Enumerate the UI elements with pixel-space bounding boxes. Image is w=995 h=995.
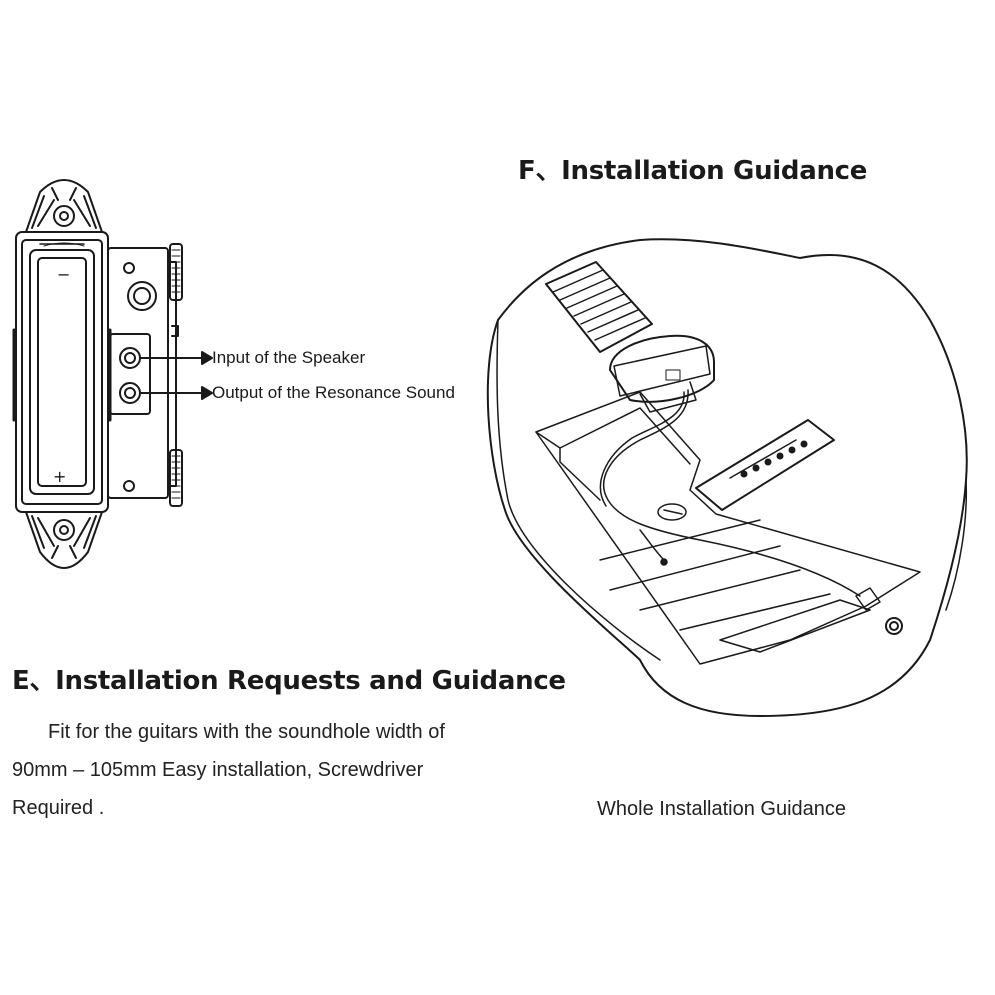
pickup-wiring (599, 389, 861, 597)
top-mounting-bracket-icon (25, 179, 103, 233)
bridge-icon (695, 419, 835, 511)
callout-arrow-1 (139, 351, 213, 365)
battery-minus-mark: − (57, 265, 70, 284)
diagram-caption: Whole Installation Guidance (597, 798, 847, 820)
description-line-1: Fit for the guitars with the soundhole w… (48, 721, 445, 743)
output-jack-icon (127, 281, 157, 311)
section-f-heading: F、Installation Guidance (518, 156, 868, 186)
fretboard-icon (545, 261, 653, 353)
pickup-icon (609, 334, 715, 413)
installation-description: Fit for the guitars with the soundhole w… (12, 713, 512, 827)
section-e-heading: E、Installation Requests and Guidance (12, 666, 566, 696)
callout-resonance-output: Output of the Resonance Sound (212, 383, 455, 402)
pickup-device: − + (12, 179, 213, 569)
guitar-body-outline (486, 238, 968, 717)
screw-icon (123, 262, 135, 274)
speaker-input-jack-icon (119, 347, 141, 369)
description-line-3: Required . (12, 797, 105, 819)
description-line-2: 90mm – 105mm Easy installation, Screwdri… (12, 759, 424, 781)
inside-cavity (535, 391, 921, 665)
end-jack-icon (855, 587, 903, 635)
bottom-mounting-bracket-icon (25, 511, 103, 569)
guitar-diagram (486, 238, 968, 717)
resonance-output-jack-icon (119, 382, 141, 404)
callout-arrow-2 (139, 386, 213, 400)
control-housing (107, 243, 183, 507)
callout-speaker-input: Input of the Speaker (212, 348, 366, 367)
battery-plus-mark: + (53, 467, 66, 486)
